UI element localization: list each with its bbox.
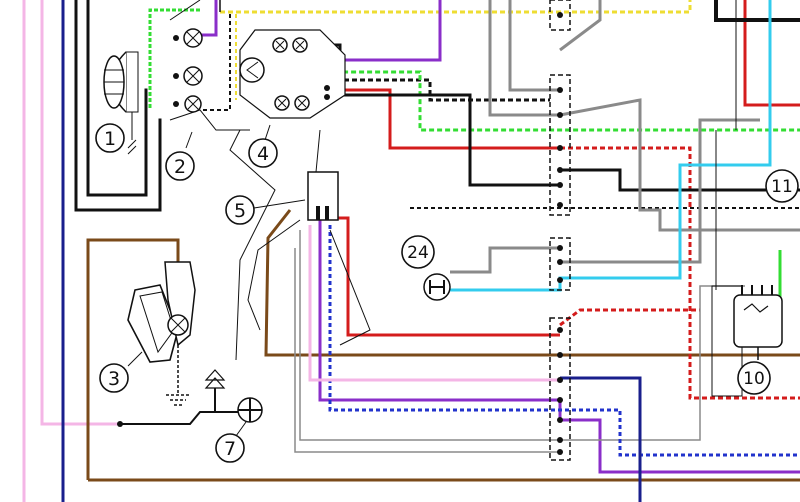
label-10-text: 10: [743, 369, 765, 389]
connector-icon: [715, 0, 737, 290]
sensor-icon: [423, 273, 451, 301]
label-2: 2: [165, 131, 195, 181]
label-11-text: 11: [771, 177, 793, 197]
relay-icon: [711, 285, 783, 397]
ground-switch-icon: [117, 369, 263, 427]
brown-wire: [86, 209, 800, 482]
label-24-text: 24: [407, 243, 429, 263]
label-4-text: 4: [257, 143, 269, 165]
switch-block-icon: [229, 129, 371, 361]
label-10: 10: [737, 361, 771, 395]
side-lamp-cluster-icon: [169, 0, 250, 131]
label-24: 24: [401, 235, 435, 269]
label-3-text: 3: [108, 368, 120, 390]
label-5-text: 5: [234, 200, 246, 222]
label-1: 1: [95, 123, 125, 153]
label-11: 11: [765, 169, 799, 203]
label-4: 4: [248, 124, 278, 168]
flasher-unit-icon: [239, 29, 346, 119]
label-3: 3: [99, 351, 143, 393]
headlamp-icon: [103, 51, 139, 155]
label-7: 7: [215, 421, 247, 463]
label-7-text: 7: [224, 438, 236, 460]
left-vertical-wires: [22, 0, 162, 502]
horn-icon: [127, 261, 196, 406]
label-5: 5: [225, 195, 306, 225]
connector-block: [549, 0, 571, 461]
label-1-text: 1: [104, 128, 116, 150]
label-2-text: 2: [174, 156, 186, 178]
